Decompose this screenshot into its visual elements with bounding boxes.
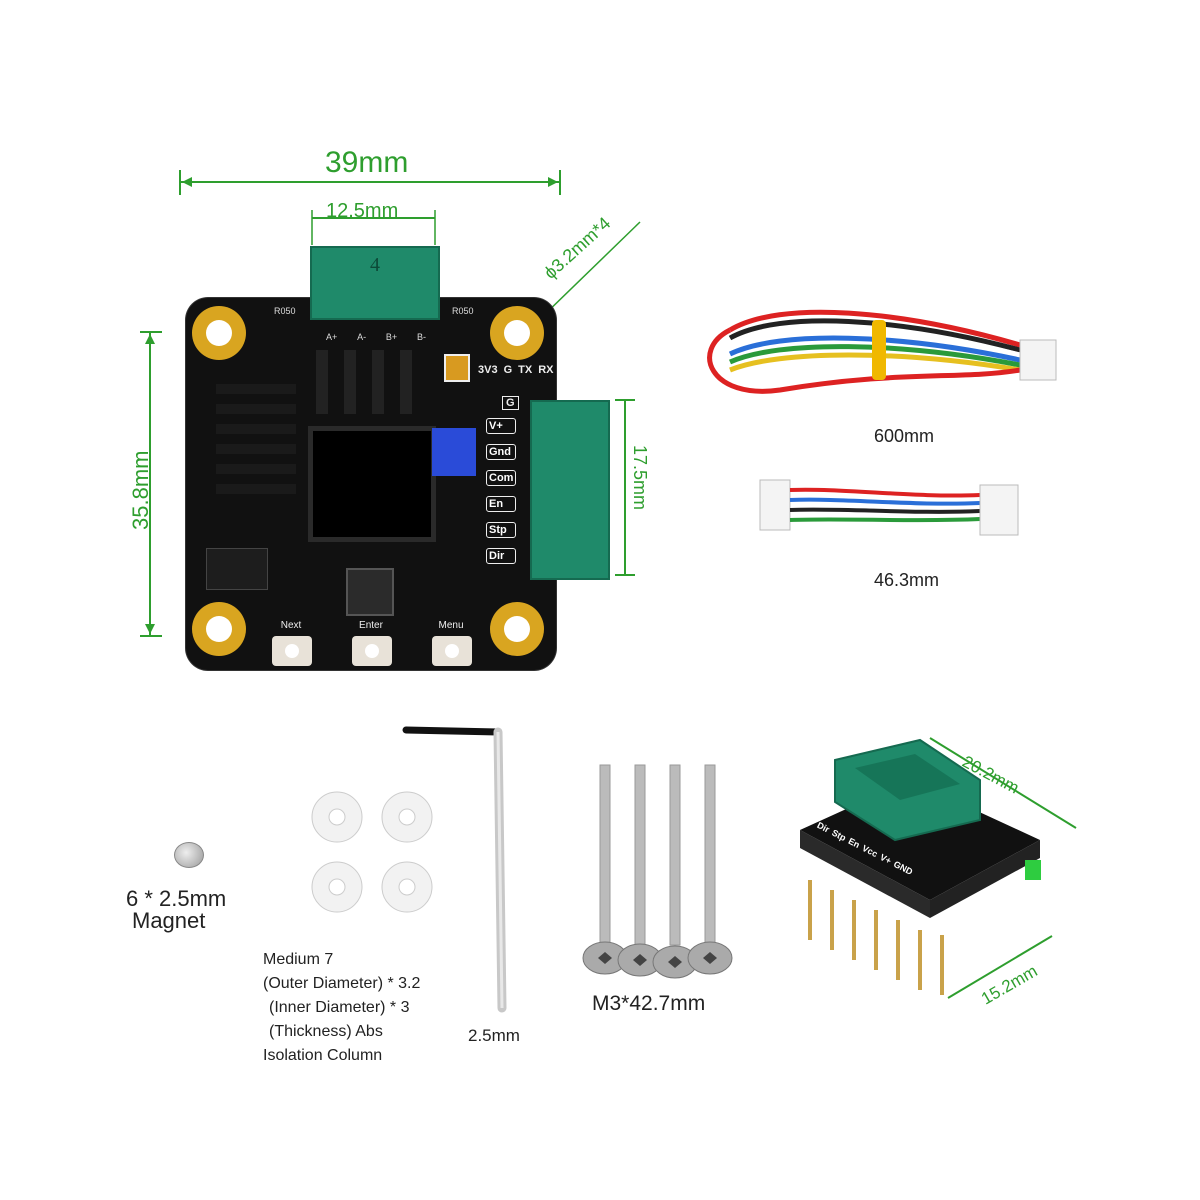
- hex-key: [402, 726, 507, 1013]
- board-height-label: 35.8mm: [128, 450, 153, 530]
- connector-width-label: 12.5mm: [326, 200, 399, 222]
- washer-line-2: (Outer Diameter) * 3.2: [263, 975, 421, 992]
- mount-hole-bottom-right: [490, 602, 544, 656]
- silk-resistor-right: R050: [452, 306, 474, 316]
- short-cable-length: 46.3mm: [874, 570, 940, 590]
- hex-key-size: 2.5mm: [468, 1026, 520, 1045]
- screw-spec: M3*42.7mm: [592, 992, 706, 1015]
- long-cable-length: 600mm: [874, 426, 935, 446]
- magnet-size: 6 * 2.5mm: [126, 886, 227, 911]
- pin-stp: Stp: [486, 522, 517, 538]
- magnet: [174, 842, 204, 868]
- enter-button[interactable]: [352, 636, 392, 666]
- washer-line-4: (Thickness) Abs: [269, 1023, 383, 1040]
- menu-button-label: Menu: [438, 620, 464, 631]
- motor-connector-number: 4: [370, 254, 380, 276]
- pin-b-plus: B+: [385, 332, 398, 342]
- pin-b-minus: B-: [416, 332, 426, 342]
- mount-hole-top-left: [192, 306, 246, 360]
- pin-rx: RX: [538, 364, 554, 376]
- washer-line-5: Isolation Column: [263, 1047, 383, 1064]
- pin-vplus: V+: [486, 418, 517, 434]
- pin-gnd: Gnd: [486, 444, 517, 460]
- pin-en: En: [486, 496, 517, 512]
- washer-line-3: (Inner Diameter) * 3: [269, 999, 410, 1016]
- side-connector-height-label: 17.5mm: [630, 445, 650, 511]
- magnet-name: Magnet: [132, 908, 206, 933]
- mosfet-array: [316, 350, 426, 414]
- pin-dir: Dir: [486, 548, 517, 564]
- passive-components: [216, 374, 296, 494]
- menu-button[interactable]: [432, 636, 472, 666]
- pin-a-plus: A+: [326, 332, 338, 342]
- motor-connector: 4: [310, 246, 440, 320]
- control-pin-labels: V+ Gnd Com En Stp Dir: [486, 418, 517, 564]
- screws: [582, 764, 733, 979]
- silk-resistor-left: R050: [274, 306, 296, 316]
- pin-3v3: 3V3: [478, 364, 498, 376]
- washer-description: Medium 7 (Outer Diameter) * 3.2 (Inner D…: [263, 948, 420, 1068]
- pin-tx: TX: [518, 364, 533, 376]
- motor-pin-labels: A+ A- B+ B-: [326, 332, 426, 342]
- pin-g: G: [503, 364, 513, 376]
- pin-com: Com: [486, 470, 517, 486]
- capacitor: [444, 354, 470, 382]
- mount-hole-top-right: [490, 306, 544, 360]
- serial-pin-labels: 3V3 G TX RX: [478, 364, 553, 376]
- adapter-board: [800, 737, 1077, 999]
- oled-display: [308, 426, 436, 542]
- next-button[interactable]: [272, 636, 312, 666]
- mount-hole-bottom-left: [192, 602, 246, 656]
- next-button-label: Next: [280, 620, 302, 631]
- pin-a-minus: A-: [357, 332, 367, 342]
- board-width-label: 39mm: [325, 146, 409, 179]
- driver-chip: [206, 548, 268, 590]
- driver-board: R050 R050 A+ A- B+ B- 3V3 G TX RX G V+ G…: [186, 298, 556, 670]
- potentiometer: [432, 428, 476, 476]
- short-cable: [759, 479, 1019, 536]
- enter-button-label: Enter: [359, 620, 383, 631]
- mcu-chip: [346, 568, 394, 616]
- control-connector: [530, 400, 610, 580]
- washer-line-1: Medium 7: [263, 951, 334, 968]
- long-cable: [707, 309, 1057, 394]
- g-label: G: [502, 396, 519, 410]
- washers: [311, 791, 433, 913]
